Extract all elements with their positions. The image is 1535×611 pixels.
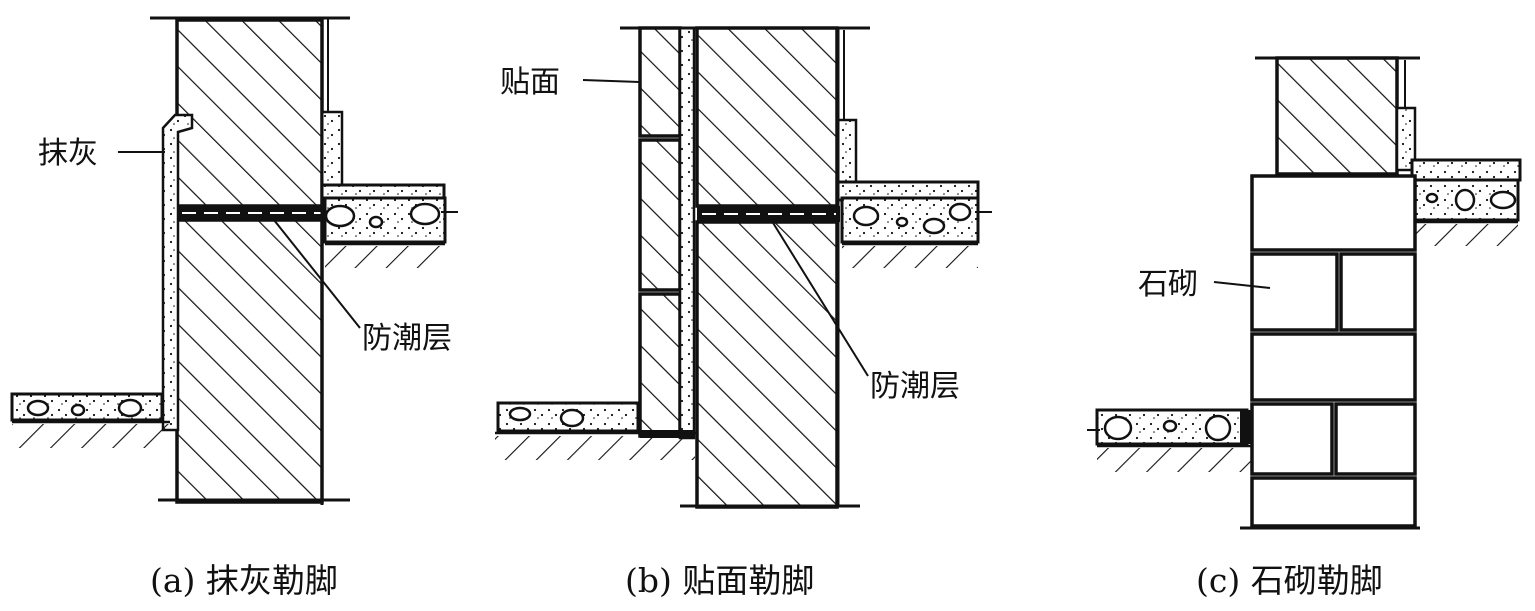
- interior-floor-slab: [1410, 158, 1522, 182]
- caption-b: (b) 贴面勒脚: [625, 561, 814, 600]
- veneer-tile-3: [638, 292, 682, 438]
- diagram-a-plaster-plinth: 抹灰 防潮层 (a) 抹灰勒脚: [10, 16, 458, 600]
- stone-block: [1250, 174, 1417, 252]
- diagram-b-veneer-plinth: 贴面 防潮层 (b) 贴面勒脚: [495, 26, 992, 600]
- wall-upper: [1275, 56, 1399, 176]
- caption-a: (a) 抹灰勒脚: [150, 561, 338, 600]
- diagram-c-stone-plinth: 石砌 (c) 石砌勒脚: [1087, 56, 1522, 600]
- finish-label: 贴面: [500, 65, 560, 100]
- caption-c: (c) 石砌勒脚: [1196, 561, 1383, 600]
- veneer-tile-2: [638, 138, 682, 292]
- wall-lower: [695, 220, 839, 509]
- dpc-leader: [769, 217, 869, 377]
- stone-block: [1250, 332, 1417, 402]
- dpc-label: 防潮层: [362, 321, 452, 356]
- inner-skirting: [320, 110, 344, 194]
- stone-block: [1334, 402, 1417, 476]
- dpc-leader: [269, 214, 361, 329]
- stone-block: [1250, 252, 1339, 332]
- stone-block: [1339, 252, 1417, 332]
- wall-upper: [695, 26, 839, 208]
- veneer-tile-1: [638, 26, 682, 138]
- wall-upper: [175, 18, 324, 208]
- veneer-bedding: [678, 26, 696, 440]
- dpc-label: 防潮层: [870, 369, 960, 404]
- stone-block: [1250, 476, 1417, 528]
- inner-skirting: [836, 118, 858, 192]
- stone-block: [1250, 402, 1334, 476]
- finish-label: 石砌: [1138, 267, 1198, 302]
- finish-label: 抹灰: [38, 136, 98, 171]
- wall-lower: [175, 218, 324, 504]
